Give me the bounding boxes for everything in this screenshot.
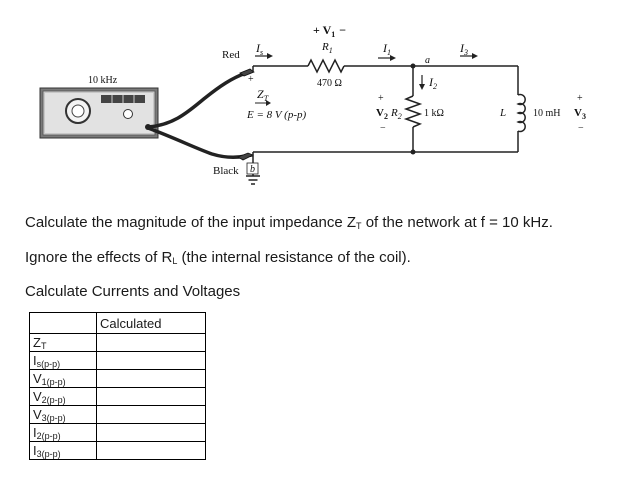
svg-text:−: −: [578, 123, 584, 134]
node-a-label: a: [425, 55, 430, 66]
question-currents-voltages: Calculate Currents and Voltages: [25, 283, 241, 300]
resistor-r1: [307, 58, 345, 74]
svg-text:−: −: [380, 123, 386, 134]
i2-label: I2: [428, 75, 437, 91]
svg-text:+: +: [378, 93, 384, 104]
row-label-is: Is(p-p): [29, 351, 97, 370]
node-b-label: b: [250, 164, 255, 175]
lead-black-label: Black: [213, 165, 239, 177]
r2-value: 1 kΩ: [424, 108, 444, 119]
svg-text:+: +: [248, 74, 254, 85]
row-label-v3: V3(p-p): [29, 405, 97, 424]
node-b-dot: [410, 149, 416, 155]
svg-text:+: +: [577, 93, 583, 104]
table-row: I3(p-p): [29, 441, 206, 460]
question-ignore-prefix: Ignore the effects of R: [25, 249, 173, 266]
question-impedance-sub: T: [356, 221, 362, 231]
i1-label: I1: [382, 41, 391, 57]
svg-text:−: −: [248, 152, 254, 163]
r2-label: R2: [390, 107, 402, 121]
function-generator: [39, 87, 159, 139]
lead-red-label: Red: [222, 49, 240, 61]
zt-label: ZT: [257, 87, 269, 103]
i2-arrow-icon: [419, 84, 425, 90]
value-cell-v3[interactable]: [96, 405, 206, 424]
black-test-lead: [147, 126, 247, 160]
row-label-zt: ZT: [29, 333, 97, 352]
v3-label: V3: [574, 107, 586, 121]
table-row: I2(p-p): [29, 423, 206, 442]
value-cell-i3[interactable]: [96, 441, 206, 460]
is-label: Is: [255, 41, 263, 57]
row-label-i3: I3(p-p): [29, 441, 97, 460]
question-ignore-rl: Ignore the effects of RL (the internal r…: [25, 249, 411, 266]
value-cell-is[interactable]: [96, 351, 206, 370]
value-cell-v1[interactable]: [96, 369, 206, 388]
ground-symbol: [246, 175, 260, 185]
source-label: E = 8 V (p-p): [246, 109, 306, 121]
value-cell-zt[interactable]: [96, 333, 206, 352]
v2-label: V2: [376, 107, 388, 121]
table-row: Is(p-p): [29, 351, 206, 370]
row-label-v2: V2(p-p): [29, 387, 97, 406]
circuit-diagram: 10 kHz + − Red Black b Is ZT E: [39, 23, 586, 185]
row-label-i2: I2(p-p): [29, 423, 97, 442]
question-impedance: Calculate the magnitude of the input imp…: [25, 214, 553, 231]
row-label-v1: V1(p-p): [29, 369, 97, 388]
question-impedance-prefix: Calculate the magnitude of the input imp…: [25, 214, 357, 231]
resistor-r2: [403, 95, 423, 128]
zt-arrow-icon: [266, 100, 271, 106]
question-impedance-suffix: of the network at f = 10 kHz.: [361, 214, 553, 231]
generator-knob: [123, 109, 133, 119]
i3-arrow-icon: [472, 53, 478, 59]
table-row: ZT: [29, 333, 206, 352]
l-label: L: [499, 107, 506, 119]
table-row: V3(p-p): [29, 405, 206, 424]
node-a-dot: [410, 63, 416, 69]
r1-value: 470 Ω: [317, 78, 342, 89]
l-value: 10 mH: [533, 108, 561, 119]
table-row: V2(p-p): [29, 387, 206, 406]
table-header-calculated: Calculated: [96, 312, 206, 334]
question-ignore-sub: L: [172, 256, 178, 266]
value-cell-v2[interactable]: [96, 387, 206, 406]
value-cell-i2[interactable]: [96, 423, 206, 442]
question-ignore-suffix: (the internal resistance of the coil).: [177, 249, 411, 266]
generator-frequency-label: 10 kHz: [88, 75, 118, 86]
r1-label: R1: [321, 41, 333, 55]
i3-label: I3: [459, 41, 468, 57]
results-table: Calculated ZT Is(p-p) V1(p-p) V2(p-p) V3…: [29, 312, 206, 460]
table-row: V1(p-p): [29, 369, 206, 388]
red-test-lead: [147, 71, 247, 129]
is-arrow-icon: [267, 53, 273, 59]
inductor-l: [516, 93, 526, 133]
table-header-row: Calculated: [29, 312, 206, 334]
v1-label: + V1−: [313, 23, 346, 39]
table-header-empty: [29, 312, 97, 334]
i1-arrow-icon: [390, 55, 396, 61]
